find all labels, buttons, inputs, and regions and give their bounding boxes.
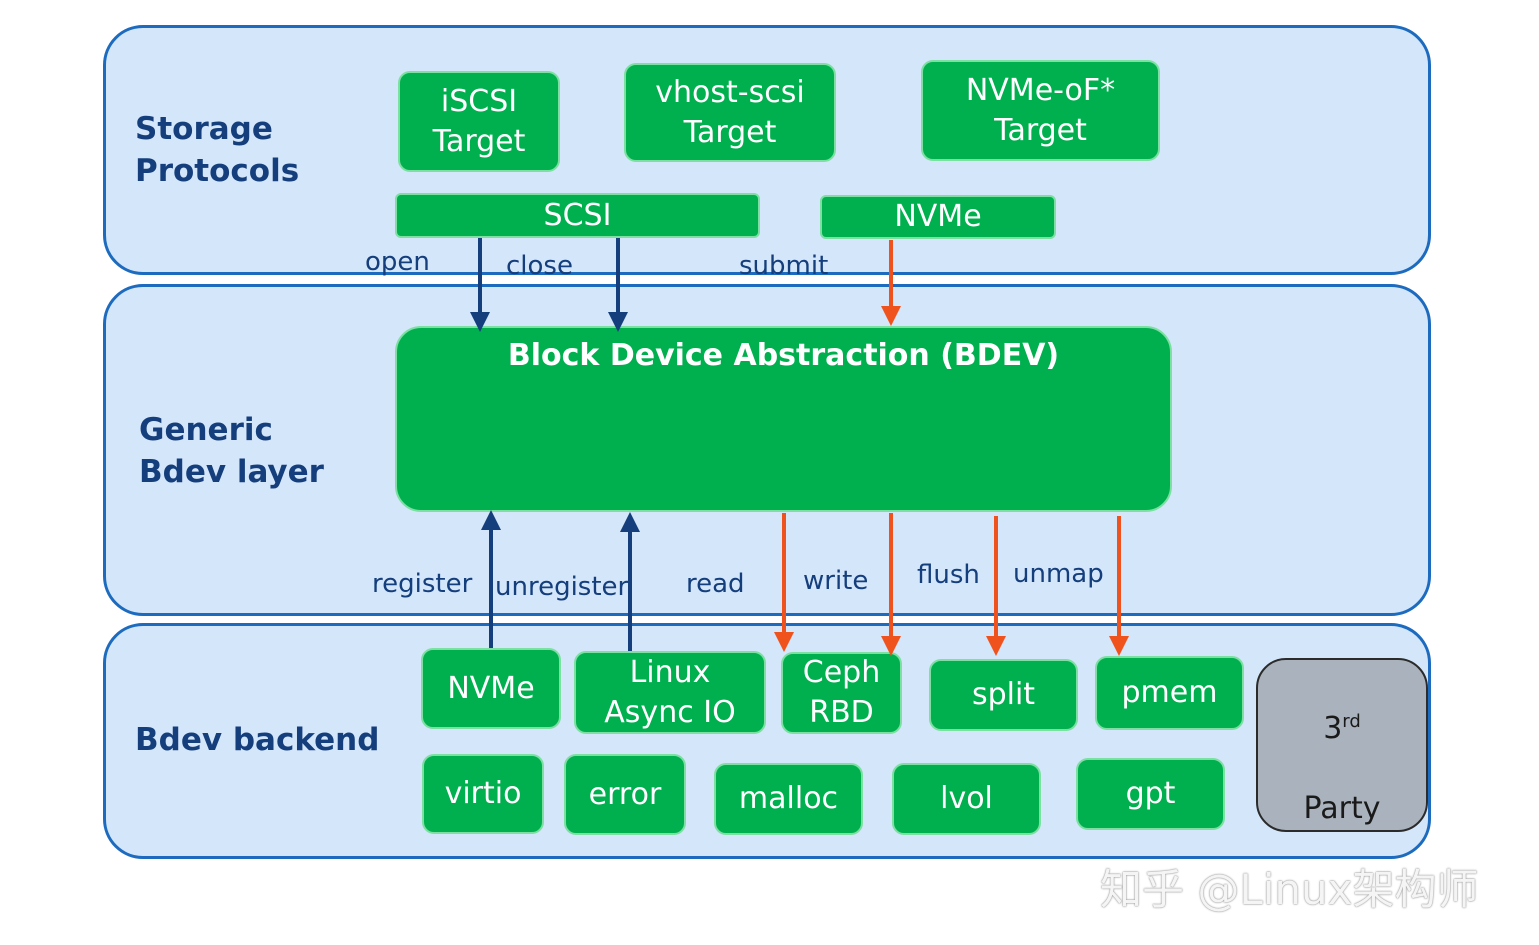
unregister-label: unregister <box>495 572 629 602</box>
malloc-box: malloc <box>714 763 863 835</box>
bdev-abstraction-title: Block Device Abstraction (BDEV) <box>507 338 1060 373</box>
write-label: write <box>803 566 869 596</box>
vhost-scsi-target-box: vhost-scsi Target <box>624 63 836 162</box>
watermark: 知乎 @Linux架构师 <box>1100 865 1479 914</box>
open-label: open <box>365 247 430 277</box>
storage-protocols-label: Storage Protocols <box>135 111 300 189</box>
scsi-box: SCSI <box>395 193 760 238</box>
nvme-backend-box: NVMe <box>421 648 561 729</box>
iscsi-target-box: iSCSI Target <box>398 71 560 172</box>
nvmeof-target-box: NVMe-oF* Target <box>921 60 1160 161</box>
virtio-box: virtio <box>422 754 544 834</box>
flush-label: flush <box>917 560 980 590</box>
pmem-box: pmem <box>1095 656 1244 730</box>
split-box: split <box>929 659 1078 731</box>
linux-async-io-box: Linux Async IO <box>574 651 766 734</box>
error-box: error <box>564 754 686 835</box>
third-party-box: 3rd Party <box>1256 658 1428 832</box>
lvol-box: lvol <box>892 763 1041 835</box>
bdev-backend-label: Bdev backend <box>135 722 380 758</box>
third-party-label: 3rd Party <box>1303 710 1381 826</box>
ceph-rbd-box: Ceph RBD <box>781 652 902 734</box>
bdev-abstraction-box: Block Device Abstraction (BDEV) <box>395 326 1172 512</box>
nvme-protocol-box: NVMe <box>820 195 1056 239</box>
register-label: register <box>372 569 473 599</box>
unmap-label: unmap <box>1013 559 1104 589</box>
close-label: close <box>506 251 573 281</box>
submit-label: submit <box>739 251 829 281</box>
gpt-box: gpt <box>1076 758 1225 830</box>
generic-bdev-layer-label: Generic Bdev layer <box>139 412 324 490</box>
read-label: read <box>686 569 745 599</box>
